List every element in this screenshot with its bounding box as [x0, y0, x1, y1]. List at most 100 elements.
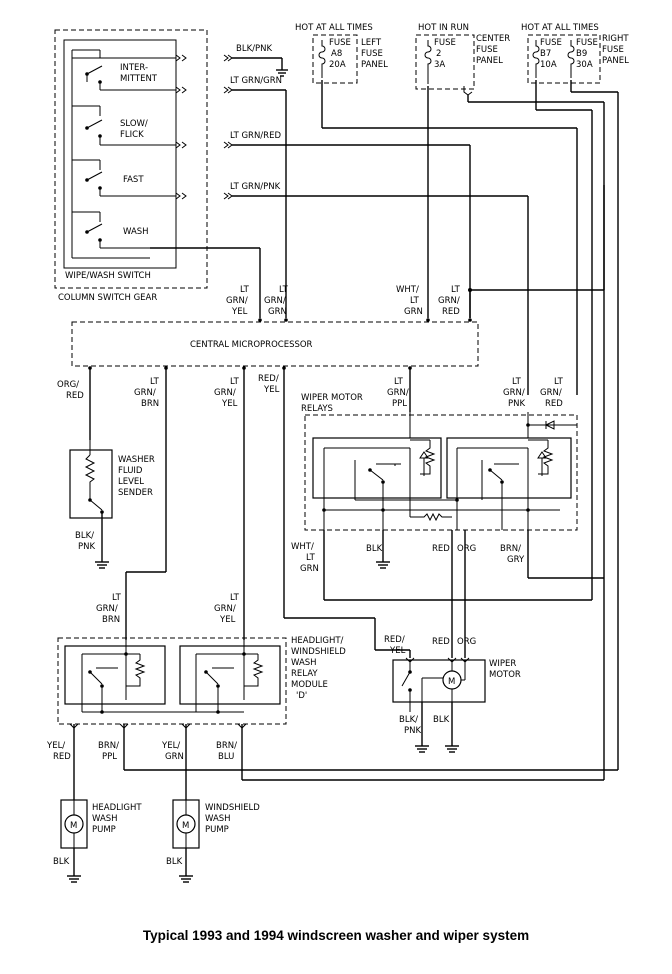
motor-blk-pnk-2: PNK: [404, 726, 421, 736]
motor-blk-pnk: BLK/: [399, 715, 418, 725]
right-fuse-panel-label: RIGHT: [602, 34, 629, 44]
hw-in1-3: BRN: [102, 615, 120, 625]
left-fuse-panel-label: LEFT: [361, 38, 382, 48]
left-fuse-id: A8: [331, 49, 342, 59]
wiper-motor-relays: WIPER MOTOR RELAYS LT GRN/ PPL LT GRN/ P…: [301, 377, 578, 531]
relay-out-wht-3: GRN: [300, 564, 319, 574]
motor-red: RED: [432, 637, 450, 647]
headlight-pump-ground: BLK: [53, 857, 70, 867]
wire-lt-grn-grn-label: LT GRN/GRN: [230, 76, 282, 86]
switch-wires: BLK/PNK LT GRN/GRN LT GRN/RED LT GRN/PNK: [150, 44, 529, 395]
right-fuse-panel-label-2: FUSE: [602, 45, 624, 55]
hw-module-output-wires: YEL/ RED BRN/ PPL YEL/ GRN BRN/ BLU: [46, 723, 618, 800]
relay-out-wht: WHT/: [291, 542, 314, 552]
hw-in2-2: GRN/: [214, 604, 236, 614]
wire-blk-pnk-label: BLK/PNK: [236, 44, 272, 54]
wire-lt-grn-yel-2: GRN/: [214, 388, 236, 398]
washer-sender-label: WASHER: [118, 455, 155, 465]
cpu-top-wire-labels: LT GRN/ YEL LT GRN/ GRN WHT/ LT GRN LT G…: [226, 285, 461, 317]
hw-out3: YEL/: [161, 741, 180, 751]
wiper-motor-label: WIPER: [489, 659, 516, 669]
wiper-motor-m: M: [448, 677, 455, 687]
cpu-bottom-wires: ORG/ RED LT GRN/ BRN LT GRN/ YEL RED/ YE…: [57, 368, 411, 658]
left-fuse-hot-label: HOT AT ALL TIMES: [295, 23, 373, 33]
left-fuse-panel-label-3: PANEL: [361, 60, 388, 70]
wire-lt-grn-brn-2: GRN/: [134, 388, 156, 398]
fuse-feed-wires: [321, 80, 619, 780]
center-fuse-label: FUSE: [434, 38, 456, 48]
relays-in-pnk: LT: [512, 377, 522, 387]
wire-org-red: ORG/: [57, 380, 79, 390]
switch-fast-label: FAST: [123, 175, 144, 185]
center-fuse-id: 2: [436, 49, 441, 59]
hw-out2-2: PPL: [102, 752, 117, 762]
relay-out-brn: BRN/: [500, 544, 521, 554]
relays-in-pnk-3: PNK: [508, 399, 525, 409]
hw-module-label-6: 'D': [296, 691, 307, 701]
hw-module-label-3: WASH: [291, 658, 317, 668]
hw-out1-2: RED: [53, 752, 71, 762]
wire-lt-grn-yel-3: YEL: [221, 399, 238, 409]
switch-connectors: [175, 54, 233, 200]
switch-wash-label: WASH: [123, 227, 149, 237]
headlight-windshield-wash-relay-module: LT GRN/ BRN LT GRN/ YEL: [57, 593, 346, 725]
right-fuse2-rating: 30A: [576, 60, 593, 70]
headlight-wash-pump: M HEADLIGHT WASH PUMP BLK: [53, 799, 142, 883]
central-microprocessor: CENTRAL MICROPROCESSOR: [71, 318, 479, 370]
hw-in1: LT: [112, 593, 122, 603]
wire-lt-grn-pnk-label: LT GRN/PNK: [230, 182, 281, 192]
wire-lt-grn-red-label: LT GRN/RED: [230, 131, 281, 141]
cpu-top-lt-grn-red: LT: [451, 285, 461, 295]
left-fuse-panel-label-2: FUSE: [361, 49, 383, 59]
relay-out-red: RED: [432, 544, 450, 554]
relays-label: WIPER MOTOR: [301, 393, 363, 403]
washer-fluid-level-sender: WASHER FLUID LEVEL SENDER BLK/ PNK: [69, 440, 155, 569]
wire-lt-grn-brn-3: BRN: [141, 399, 159, 409]
right-fuse1-id: B7: [540, 49, 551, 59]
relay-out-blk: BLK: [366, 544, 383, 554]
relay-output-wires: WHT/ LT GRN BLK RED ORG BRN/ GRY: [291, 530, 604, 658]
headlight-pump-label-2: WASH: [92, 814, 118, 824]
headlight-pump-label-3: PUMP: [92, 825, 116, 835]
left-fuse-panel: HOT AT ALL TIMES FUSE A8 20A LEFT FUSE P…: [295, 23, 388, 84]
hw-out3-2: GRN: [165, 752, 184, 762]
hw-out1: YEL/: [46, 741, 65, 751]
windshield-pump-label: WINDSHIELD: [205, 803, 260, 813]
column-switch-gear-label: COLUMN SWITCH GEAR: [58, 293, 157, 303]
center-fuse-rating: 3A: [434, 60, 445, 70]
windshield-pump-label-2: WASH: [205, 814, 231, 824]
hw-in1-2: GRN/: [96, 604, 118, 614]
hw-module-label-4: RELAY: [291, 669, 318, 679]
hw-in2: LT: [230, 593, 240, 603]
center-fuse-panel-label: CENTER: [476, 34, 510, 44]
cpu-top-wht-lt-grn-3: GRN: [404, 307, 423, 317]
washer-sender-label-3: LEVEL: [118, 477, 144, 487]
motor-blk: BLK: [433, 715, 450, 725]
right-fuse1-label: FUSE: [540, 38, 562, 48]
switch-slow-flick-label: SLOW/: [120, 119, 148, 129]
right-fuse2-id: B9: [576, 49, 587, 59]
hw-module-label: HEADLIGHT/: [291, 636, 344, 646]
left-fuse-rating: 20A: [329, 60, 346, 70]
relays-in-pnk-2: GRN/: [503, 388, 525, 398]
switch-intermittent-label: INTER-: [120, 63, 148, 73]
center-fuse-panel-label-2: FUSE: [476, 45, 498, 55]
relay-out-org: ORG: [457, 544, 476, 554]
cpu-top-wht-lt-grn-2: LT: [410, 296, 420, 306]
washer-sender-ground: BLK/: [75, 531, 94, 541]
center-fuse-panel: HOT IN RUN FUSE 2 3A CENTER FUSE PANEL: [415, 23, 510, 96]
hw-module-label-5: MODULE: [291, 680, 328, 690]
windshield-pump-m: M: [182, 821, 189, 831]
relays-in-ppl-3: PPL: [392, 399, 407, 409]
wipe-wash-switch: INTER- MITTENT SLOW/ FLICK FAST WASH: [54, 29, 208, 303]
relays-in-ppl-2: GRN/: [387, 388, 409, 398]
wiper-motor-label-2: MOTOR: [489, 670, 521, 680]
cpu-top-lt-grn-yel-3: YEL: [231, 307, 248, 317]
headlight-pump-label: HEADLIGHT: [92, 803, 142, 813]
right-fuse-panel-label-3: PANEL: [602, 56, 629, 66]
hw-module-label-2: WINDSHIELD: [291, 647, 346, 657]
windshield-pump-label-3: PUMP: [205, 825, 229, 835]
switch-intermittent-label-2: MITTENT: [120, 74, 158, 84]
center-fuse-panel-label-3: PANEL: [476, 56, 503, 66]
cpu-top-lt-grn-red-3: RED: [442, 307, 460, 317]
